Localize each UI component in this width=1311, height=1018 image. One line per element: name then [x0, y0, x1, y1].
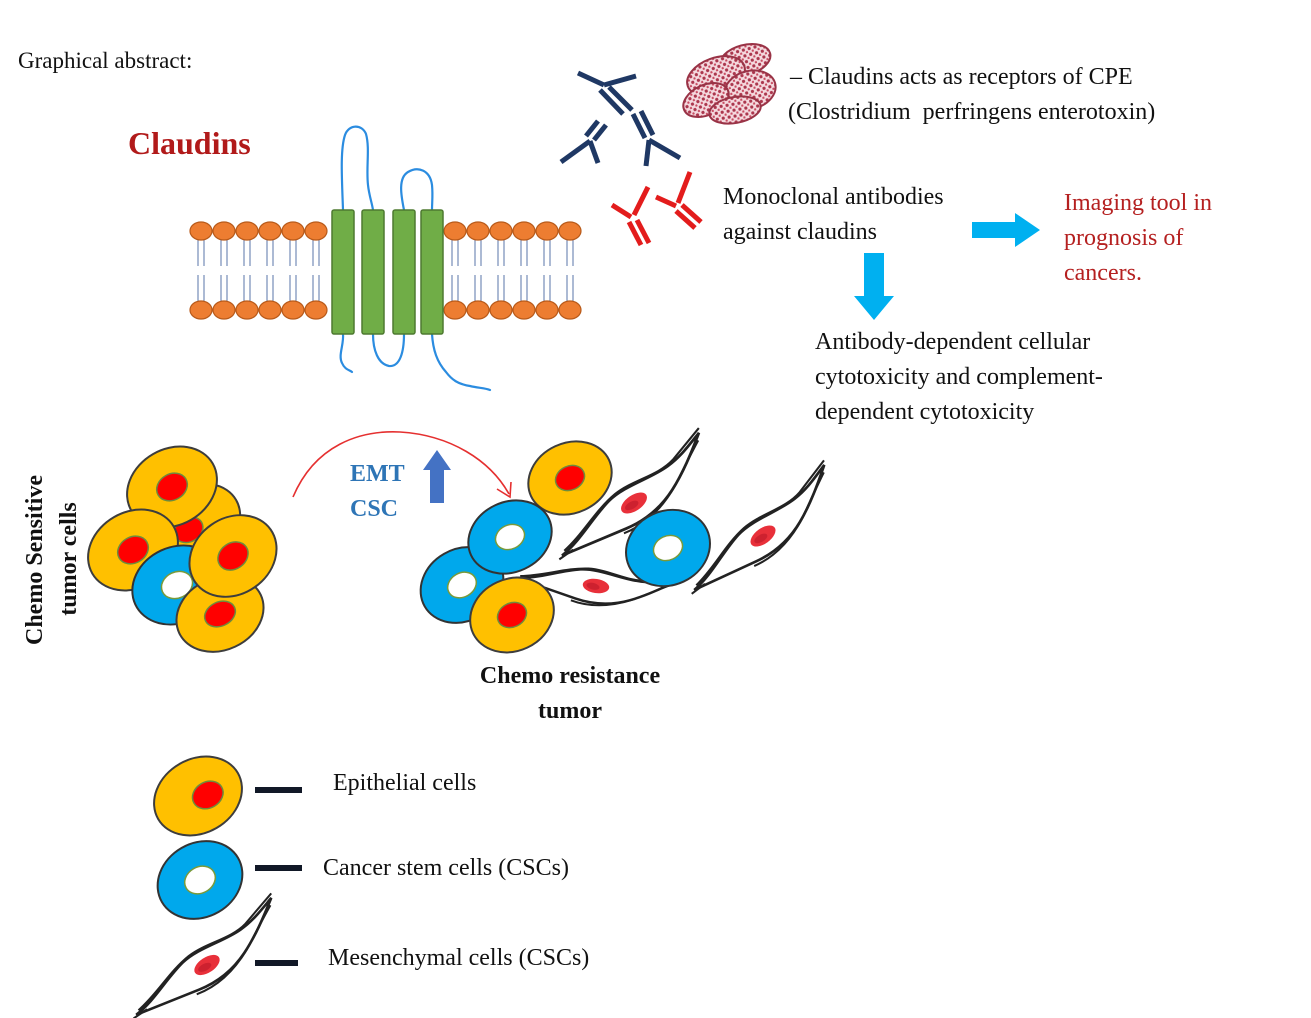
claudin-protein — [331, 125, 492, 392]
epithelial-cell — [527, 440, 613, 516]
lipid-head — [304, 300, 328, 320]
cytotoxicity-line-3: dependent cytotoxicity — [815, 399, 1034, 425]
cell-nucleus — [217, 541, 249, 571]
lipid-head — [466, 300, 490, 320]
transmembrane-helix-4 — [420, 209, 444, 335]
lipid-head — [281, 300, 305, 320]
curved-arrow-icon — [292, 431, 512, 499]
legend-label-mesenchymal: Mesenchymal cells (CSCs) — [328, 945, 589, 971]
transmembrane-helix-3 — [392, 209, 416, 335]
csc-label: CSC — [350, 496, 398, 522]
transmembrane-helix-2 — [361, 209, 385, 335]
legend-item-epithelial: Epithelial cells — [153, 755, 476, 837]
epithelial-cell-icon — [153, 755, 243, 837]
antibody-icon — [559, 119, 608, 165]
lipid-head — [212, 300, 236, 320]
chemo-resistance-tumor-label: tumor — [538, 698, 602, 724]
lipid-head — [558, 221, 582, 241]
epithelial-cell — [188, 514, 278, 598]
lipid-head — [258, 300, 282, 320]
cell-nucleus — [116, 535, 150, 565]
chemo-sensitive-cluster — [87, 445, 278, 653]
up-arrow-icon — [423, 450, 451, 503]
chemo-resistance-cluster — [419, 426, 854, 654]
legend: Epithelial cells Cancer stem cells (CSCs… — [109, 755, 589, 1018]
transmembrane-helix-1 — [331, 209, 355, 335]
lipid-head — [466, 221, 490, 241]
cell-nucleus — [160, 570, 194, 600]
antibody-icon — [630, 109, 682, 167]
cell-nucleus — [554, 464, 586, 492]
epithelial-cell — [469, 576, 555, 654]
imaging-line-3: cancers. — [1064, 260, 1142, 286]
intracellular-loop — [371, 332, 406, 368]
legend-item-mesenchymal: Mesenchymal cells (CSCs) — [109, 892, 589, 1018]
cancer-stem-cell — [625, 508, 711, 588]
antibodies-line-2: against claudins — [723, 219, 877, 245]
lipid-head — [489, 221, 513, 241]
epithelial-cell — [126, 445, 218, 529]
lipid-head — [535, 221, 559, 241]
lipid-head — [489, 300, 513, 320]
lipid-head — [304, 221, 328, 241]
imaging-line-1: Imaging tool in — [1064, 190, 1212, 216]
lipid-head — [443, 300, 467, 320]
cell-nucleus — [203, 600, 237, 628]
cell-nucleus — [652, 534, 684, 562]
antibodies-line-1: Monoclonal antibodies — [723, 184, 944, 210]
down-arrow-icon — [854, 253, 894, 320]
right-arrow-icon — [972, 213, 1040, 247]
lipid-head — [235, 300, 259, 320]
cell-nucleus — [494, 523, 526, 551]
extracellular-loop-1 — [340, 125, 375, 212]
cpe-receptor-line-1: – Claudins acts as receptors of CPE — [789, 64, 1133, 90]
lipid-head — [235, 221, 259, 241]
monoclonal-antibody-icon — [610, 185, 652, 247]
chemo-resistance-label: Chemo resistance — [480, 663, 661, 689]
cytotoxicity-line-2: cytotoxicity and complement- — [815, 364, 1103, 390]
lipid-head — [189, 221, 213, 241]
imaging-line-2: prognosis of — [1064, 225, 1183, 251]
tumor-cells-label: tumor cells — [56, 502, 82, 616]
c-terminal-tail — [430, 332, 492, 392]
antibody-icon — [576, 70, 637, 116]
extracellular-loop-2 — [400, 168, 434, 212]
lipid-bilayer — [189, 221, 582, 320]
cytotoxicity-line-1: Antibody-dependent cellular — [815, 329, 1090, 355]
claudin-protein-icon — [682, 43, 777, 125]
n-terminal-tail — [339, 332, 354, 374]
lipid-head — [512, 300, 536, 320]
cell-nucleus — [155, 472, 189, 502]
lipid-head — [212, 221, 236, 241]
claudins-title: Claudins — [128, 125, 251, 161]
lipid-head — [443, 221, 467, 241]
legend-label-epithelial: Epithelial cells — [333, 770, 476, 796]
monoclonal-antibody-icon — [654, 171, 703, 230]
emt-label: EMT — [350, 461, 405, 487]
lipid-head — [189, 300, 213, 320]
cell-nucleus — [446, 571, 478, 599]
legend-item-csc: Cancer stem cells (CSCs) — [156, 840, 569, 920]
epithelial-cell — [175, 575, 265, 653]
page-title: Graphical abstract: — [18, 48, 192, 73]
lipid-head — [558, 300, 582, 320]
lipid-head — [512, 221, 536, 241]
lipid-head — [258, 221, 282, 241]
cell-nucleus — [496, 601, 528, 629]
cpe-receptor-line-2: (Clostridium perfringens enterotoxin) — [788, 99, 1155, 125]
cancer-stem-cell — [467, 499, 553, 575]
legend-label-csc: Cancer stem cells (CSCs) — [323, 855, 569, 881]
lipid-head — [535, 300, 559, 320]
cancer-stem-cell-icon — [156, 840, 244, 920]
lipid-head — [281, 221, 305, 241]
chemo-sensitive-label: Chemo Sensitive — [22, 475, 48, 645]
